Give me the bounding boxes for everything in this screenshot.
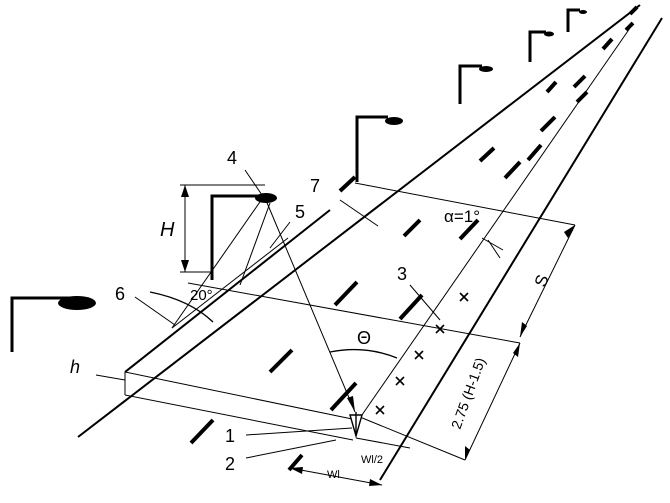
lane-markings	[189, 5, 639, 472]
callout-4: 4	[227, 148, 237, 168]
lane-dash	[545, 80, 558, 94]
lane-dash	[478, 146, 496, 163]
street-lamps	[10, 8, 587, 352]
theta-arc	[329, 348, 398, 359]
road-right-edge	[379, 17, 663, 481]
road-edges	[77, 4, 663, 481]
lane-dash	[539, 115, 557, 133]
lane-dash	[628, 5, 639, 16]
callout-5: 5	[295, 202, 305, 222]
obs-track	[354, 27, 631, 426]
lamp-20-ray	[171, 237, 289, 329]
measurement-lines	[95, 27, 631, 486]
lane-dash	[572, 74, 587, 89]
callout-1: 1	[225, 426, 235, 446]
road-left-edge	[77, 4, 641, 438]
label-wl-half: Wl/2	[361, 454, 383, 466]
lane-dash	[333, 280, 359, 307]
measurement-points	[375, 292, 469, 415]
callout-2: 2	[225, 454, 235, 474]
arrowheads	[181, 185, 575, 486]
angle-arcs	[149, 291, 398, 359]
lane-dash	[624, 21, 635, 32]
callout-7: 7	[310, 176, 320, 196]
lane-dash	[398, 293, 424, 321]
lane-dash	[458, 218, 480, 241]
label-theta: Θ	[357, 328, 371, 348]
lamp-ray-down	[264, 197, 356, 413]
street-lamp-icon	[528, 30, 554, 62]
angle-20-arc	[149, 291, 214, 323]
lane-dash	[601, 37, 614, 51]
callout-6: 6	[115, 284, 125, 304]
lane-dash	[268, 348, 294, 374]
lane-dash	[338, 175, 357, 193]
curb-edge	[124, 209, 331, 373]
label-h: h	[70, 357, 80, 377]
label-H: H	[160, 219, 175, 241]
lane-dash	[526, 143, 543, 162]
dim-2-75-line	[464, 342, 521, 461]
wl-dim	[289, 467, 383, 486]
label-angle-20: 20°	[190, 287, 213, 304]
street-lamp-icon	[458, 64, 493, 104]
h-leader	[95, 374, 126, 381]
grid-line-3	[354, 414, 466, 461]
callout-leaders	[134, 169, 441, 459]
label-alpha: α=1°	[444, 207, 480, 226]
street-lamp-icon	[210, 193, 277, 280]
grid-line-2	[187, 282, 521, 344]
observer-line-far	[124, 394, 354, 441]
lamp-ray-right	[239, 202, 271, 286]
wl2-dim	[355, 437, 411, 449]
alpha-leader-b	[487, 239, 501, 259]
street-lamp-icon	[566, 8, 587, 32]
label-wl: Wl	[327, 469, 340, 481]
callout-3: 3	[397, 264, 407, 284]
label-S: S	[531, 272, 553, 289]
lane-dash	[503, 160, 522, 180]
lane-dash	[287, 453, 304, 472]
street-lamp-icon	[10, 296, 96, 352]
street-lamp-icon	[355, 115, 403, 182]
dim-S-line	[519, 224, 576, 338]
label-distance: 2.75 (H-1.5)	[448, 355, 489, 431]
observer-eye-icon	[349, 412, 363, 439]
observer-line-near	[124, 371, 358, 421]
grid-line-1	[354, 182, 576, 226]
lane-dash	[189, 418, 215, 445]
lamp-ray-left	[171, 198, 263, 329]
alpha-leader-a	[481, 237, 504, 251]
lane-dash	[402, 218, 422, 238]
lane-dash	[329, 381, 358, 412]
